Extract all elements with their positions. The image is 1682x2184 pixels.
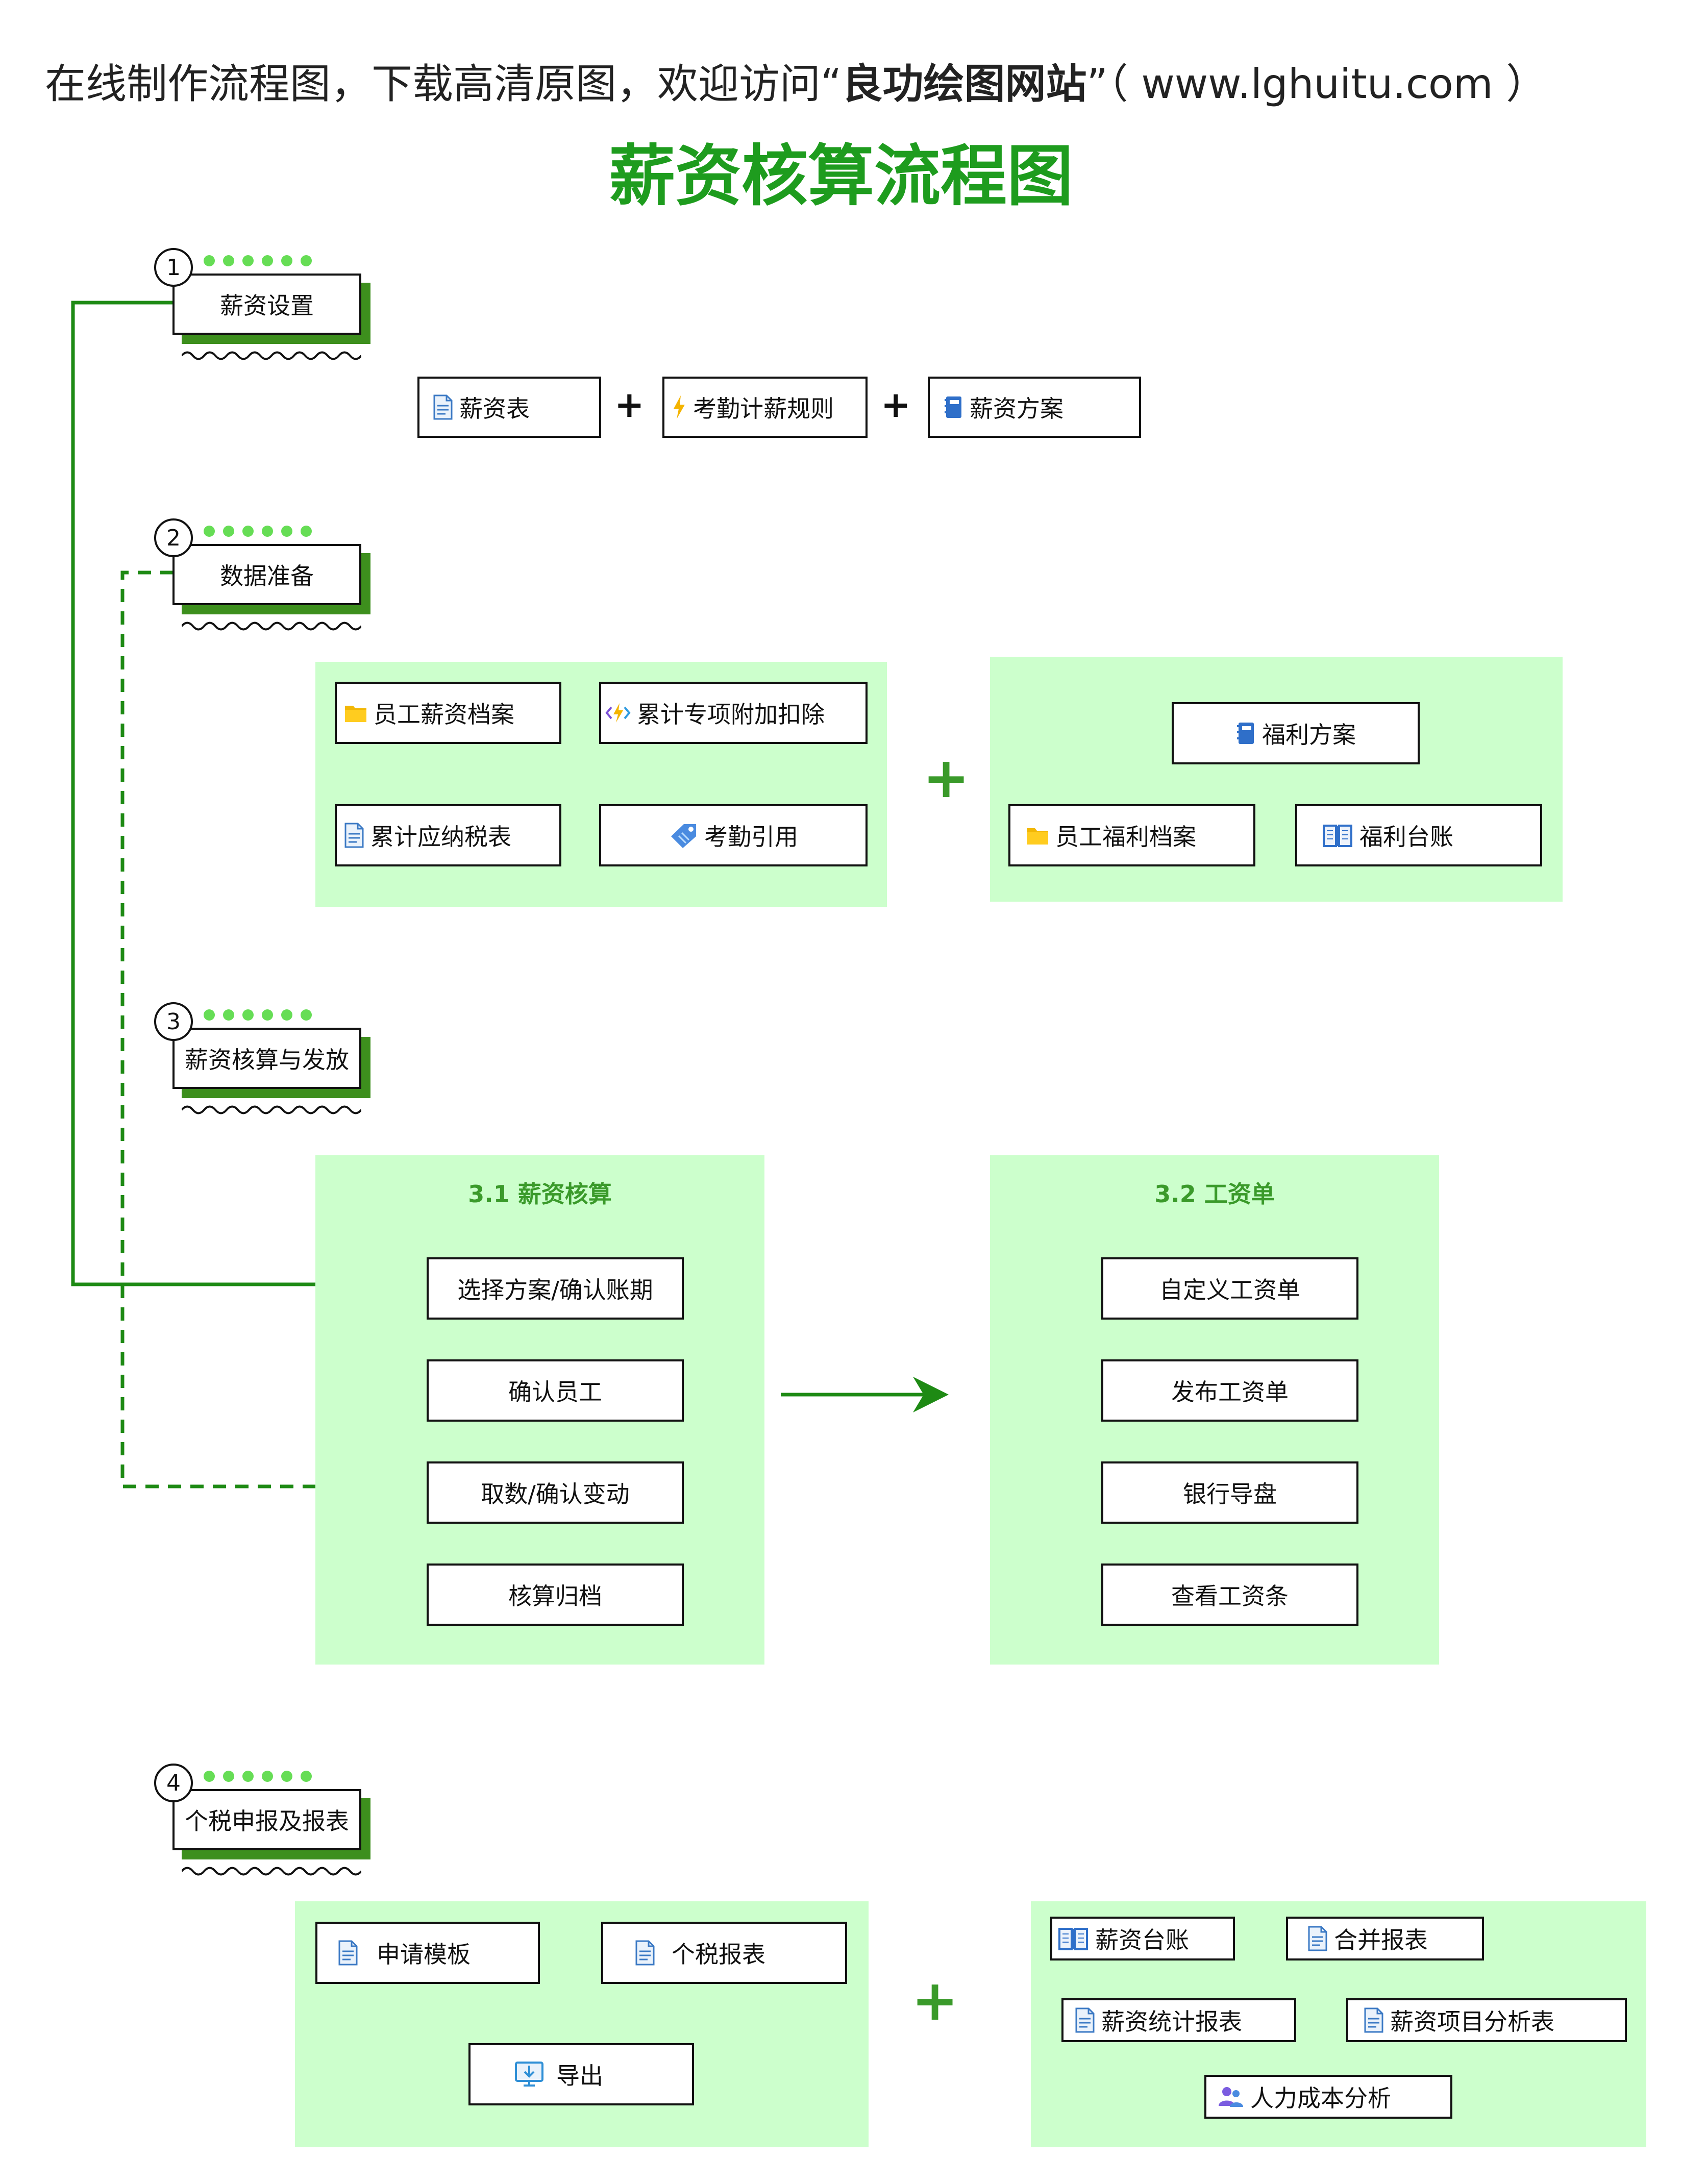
step1-to-select-plan-connector (71, 301, 430, 1302)
notebook-icon (945, 396, 961, 418)
book-icon (1323, 825, 1352, 847)
welfare-ledger-label: 福利台账 (1359, 823, 1453, 851)
document-icon (1364, 2007, 1383, 2033)
folder-icon (345, 706, 366, 722)
merged-report-label: 合并报表 (1334, 1926, 1428, 1954)
salary-item-analysis-box[interactable]: 薪资项目分析表 (1346, 1998, 1627, 2042)
salary-plan-box[interactable]: 薪资方案 (928, 377, 1141, 438)
plus-icon: + (881, 384, 911, 426)
apply-template-box[interactable]: 申请模板 (315, 1922, 540, 1984)
export-label: 导出 (556, 2062, 603, 2090)
document-icon (635, 1940, 655, 1966)
step-4-label: 个税申报及报表 (172, 1789, 361, 1850)
custom-payslip-box[interactable]: 自定义工资单 (1101, 1257, 1358, 1320)
wave-underline (182, 1867, 361, 1876)
step-3-number: 3 (154, 1002, 193, 1041)
book-icon (1058, 1928, 1088, 1950)
download-monitor-icon (515, 2062, 543, 2087)
document-icon (338, 1940, 358, 1966)
lightning-icon (674, 395, 685, 419)
progress-dots-icon (204, 1009, 312, 1021)
plus-icon: + (911, 1968, 959, 2033)
attendance-rule-box[interactable]: 考勤计薪规则 (662, 377, 868, 438)
step-3-label: 薪资核算与发放 (172, 1028, 361, 1089)
attendance-import-box[interactable]: 考勤引用 (599, 804, 868, 866)
document-icon (1308, 1926, 1327, 1951)
calc-archive-box[interactable]: 核算归档 (427, 1563, 684, 1626)
step-1-label: 薪资设置 (172, 274, 361, 335)
hr-cost-analysis-label: 人力成本分析 (1250, 2084, 1391, 2112)
employee-salary-file-label: 员工薪资档案 (374, 701, 514, 728)
step-1-number: 1 (154, 248, 193, 287)
welfare-ledger-box[interactable]: 福利台账 (1295, 804, 1542, 866)
bank-export-box[interactable]: 银行导盘 (1101, 1461, 1358, 1524)
taxable-table-box[interactable]: 累计应纳税表 (335, 804, 561, 866)
salary-table-box[interactable]: 薪资表 (417, 377, 601, 438)
salary-statistics-label: 薪资统计报表 (1101, 2008, 1242, 2036)
tax-report-box[interactable]: 个税报表 (601, 1922, 847, 1984)
wave-underline (182, 1105, 361, 1114)
header-suffix: ”（ www.lghuitu.com ） (1086, 60, 1547, 108)
plus-icon: + (923, 745, 970, 810)
hr-cost-analysis-box[interactable]: 人力成本分析 (1204, 2075, 1452, 2119)
folder-icon (1027, 828, 1048, 845)
document-icon (1075, 2007, 1095, 2033)
salary-plan-label: 薪资方案 (970, 395, 1063, 423)
progress-dots-icon (204, 526, 312, 537)
employee-welfare-file-box[interactable]: 员工福利档案 (1008, 804, 1255, 866)
code-lightning-icon (605, 703, 631, 723)
fetch-data-box[interactable]: 取数/确认变动 (427, 1461, 684, 1524)
header-prefix: 在线制作流程图，下载高清原图，欢迎访问“ (45, 60, 842, 108)
special-deduction-box[interactable]: 累计专项附加扣除 (599, 682, 868, 744)
employee-welfare-file-label: 员工福利档案 (1055, 823, 1196, 851)
header-site-name[interactable]: 良功绘图网站 (842, 60, 1087, 108)
step-2-label: 数据准备 (172, 544, 361, 605)
tag-icon (671, 824, 696, 848)
welfare-plan-box[interactable]: 福利方案 (1172, 702, 1420, 764)
progress-dots-icon (204, 255, 312, 266)
tax-report-label: 个税报表 (672, 1941, 765, 1968)
welfare-plan-label: 福利方案 (1262, 721, 1356, 749)
salary-ledger-label: 薪资台账 (1095, 1926, 1189, 1954)
attendance-import-label: 考勤引用 (704, 823, 798, 851)
salary-ledger-box[interactable]: 薪资台账 (1050, 1917, 1235, 1960)
plus-icon: + (614, 384, 645, 426)
taxable-table-label: 累计应纳税表 (370, 823, 511, 851)
salary-statistics-box[interactable]: 薪资统计报表 (1061, 1998, 1296, 2042)
wave-underline (182, 351, 361, 360)
merged-report-box[interactable]: 合并报表 (1286, 1917, 1484, 1960)
payslip-title: 3.2 工资单 (1154, 1180, 1275, 1208)
select-plan-box[interactable]: 选择方案/确认账期 (427, 1257, 684, 1320)
site-header: 在线制作流程图，下载高清原图，欢迎访问“良功绘图网站”（ www.lghuitu… (45, 51, 1547, 110)
step-4-number: 4 (154, 1764, 193, 1802)
salary-calc-title: 3.1 薪资核算 (468, 1180, 612, 1208)
confirm-employee-box[interactable]: 确认员工 (427, 1359, 684, 1422)
special-deduction-label: 累计专项附加扣除 (637, 701, 825, 728)
salary-table-label: 薪资表 (459, 395, 530, 423)
employee-salary-file-box[interactable]: 员工薪资档案 (335, 682, 561, 744)
export-box[interactable]: 导出 (468, 2043, 694, 2105)
document-icon (433, 394, 453, 420)
step2-to-fetch-data-connector (120, 570, 430, 1504)
step-2-number: 2 (154, 518, 193, 557)
wave-underline (182, 622, 361, 631)
view-payslip-box[interactable]: 查看工资条 (1101, 1563, 1358, 1626)
salary-item-analysis-label: 薪资项目分析表 (1390, 2008, 1554, 2036)
progress-dots-icon (204, 1771, 312, 1782)
document-icon (344, 823, 364, 848)
diagram-title: 薪资核算流程图 (608, 137, 1073, 215)
notebook-icon (1237, 723, 1254, 744)
attendance-rule-label: 考勤计薪规则 (693, 395, 834, 423)
publish-payslip-box[interactable]: 发布工资单 (1101, 1359, 1358, 1422)
people-icon (1219, 2087, 1243, 2107)
apply-template-label: 申请模板 (377, 1941, 471, 1968)
